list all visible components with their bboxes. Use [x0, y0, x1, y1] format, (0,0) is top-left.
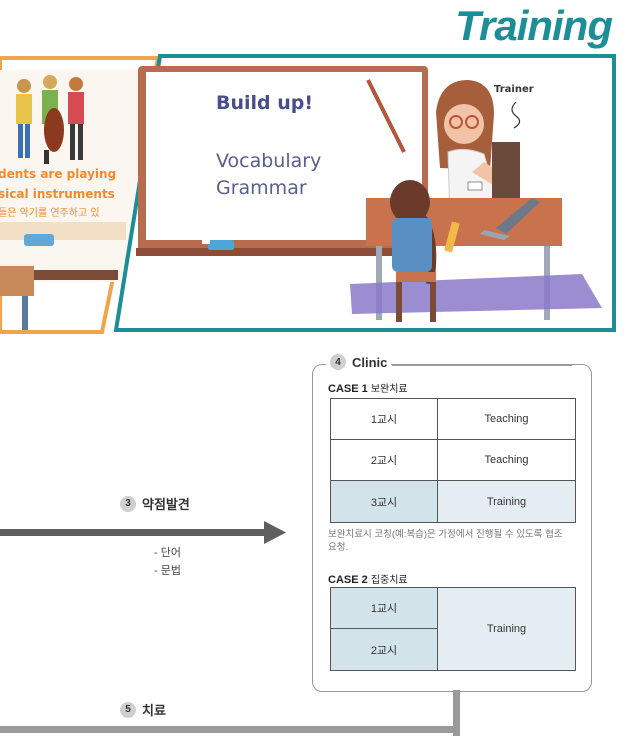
- page-title: Training: [455, 2, 613, 49]
- table-row: 1교시 Training: [330, 587, 576, 671]
- case1-code: CASE 1: [328, 383, 368, 395]
- classroom-panel: Build up! Vocabulary Grammar Trainer: [113, 54, 616, 332]
- activity-cell: Training: [437, 480, 576, 523]
- pointer-stick: [366, 79, 406, 153]
- case2-title: CASE 2 집중치료: [328, 571, 408, 586]
- activity-cell: Training: [437, 587, 576, 671]
- period-cell: 2교시: [330, 439, 438, 481]
- table-row: 2교시: [330, 628, 576, 671]
- step-number-badge: 3: [120, 495, 136, 512]
- step-treatment: 5 치료: [120, 700, 166, 719]
- case1-table: 1교시 Teaching 2교시 Teaching 3교시 Training: [330, 398, 576, 523]
- case1-note: 보완치료시 코칭(예:복습)은 가정에서 진행될 수 있도록 협조 요청.: [328, 529, 563, 553]
- left-panel-text-3: 들은 악기를 연주하고 있: [0, 206, 100, 219]
- board-line-vocabulary: Vocabulary: [216, 150, 321, 172]
- step-label: 치료: [142, 703, 166, 718]
- left-panel-text-1: dents are playing: [0, 167, 116, 181]
- laptop-icon: [496, 198, 540, 234]
- period-cell: 2교시: [330, 628, 438, 671]
- board-heading: Build up!: [216, 92, 313, 114]
- activity-cell: Teaching: [437, 439, 576, 481]
- board-line-grammar: Grammar: [216, 177, 307, 199]
- step-number-badge: 4: [330, 354, 346, 370]
- period-cell: 3교시: [330, 480, 438, 523]
- step-label: 약점발견: [142, 497, 190, 512]
- arrow-to-clinic: [0, 521, 286, 544]
- musicians-illustration: [16, 75, 84, 164]
- clinic-label: Clinic: [352, 354, 388, 370]
- weakness-items: - 단어 - 문법: [154, 544, 181, 580]
- trainer-label: Trainer: [494, 84, 534, 95]
- treatment-connector: [0, 690, 460, 736]
- table-row: 2교시 Teaching: [330, 439, 576, 481]
- case2-table: 1교시 Training 2교시: [330, 587, 576, 671]
- weakness-item-vocab: - 단어: [154, 547, 181, 559]
- case1-subtitle: 보완치료: [370, 384, 408, 395]
- left-panel-text-2: sical instruments: [0, 187, 115, 201]
- clinic-heading: 4 Clinic: [326, 354, 392, 370]
- step-number-badge: 5: [120, 701, 136, 718]
- curved-arrow-icon: [511, 101, 521, 129]
- table-row: 1교시 Teaching: [330, 398, 576, 440]
- student-illustration: [390, 180, 437, 322]
- activity-cell: Teaching: [437, 398, 576, 440]
- period-cell: 1교시: [330, 587, 438, 629]
- weakness-item-grammar: - 문법: [154, 565, 181, 577]
- left-photo-panel: dents are playing sical instruments 들은 악…: [0, 56, 161, 334]
- step-weakness: 3 약점발견: [120, 494, 190, 513]
- case2-code: CASE 2: [328, 574, 368, 586]
- case2-subtitle: 집중치료: [370, 575, 408, 586]
- table-row: 3교시 Training: [330, 480, 576, 523]
- period-cell: 1교시: [330, 398, 438, 440]
- case1-title: CASE 1 보완치료: [328, 380, 408, 395]
